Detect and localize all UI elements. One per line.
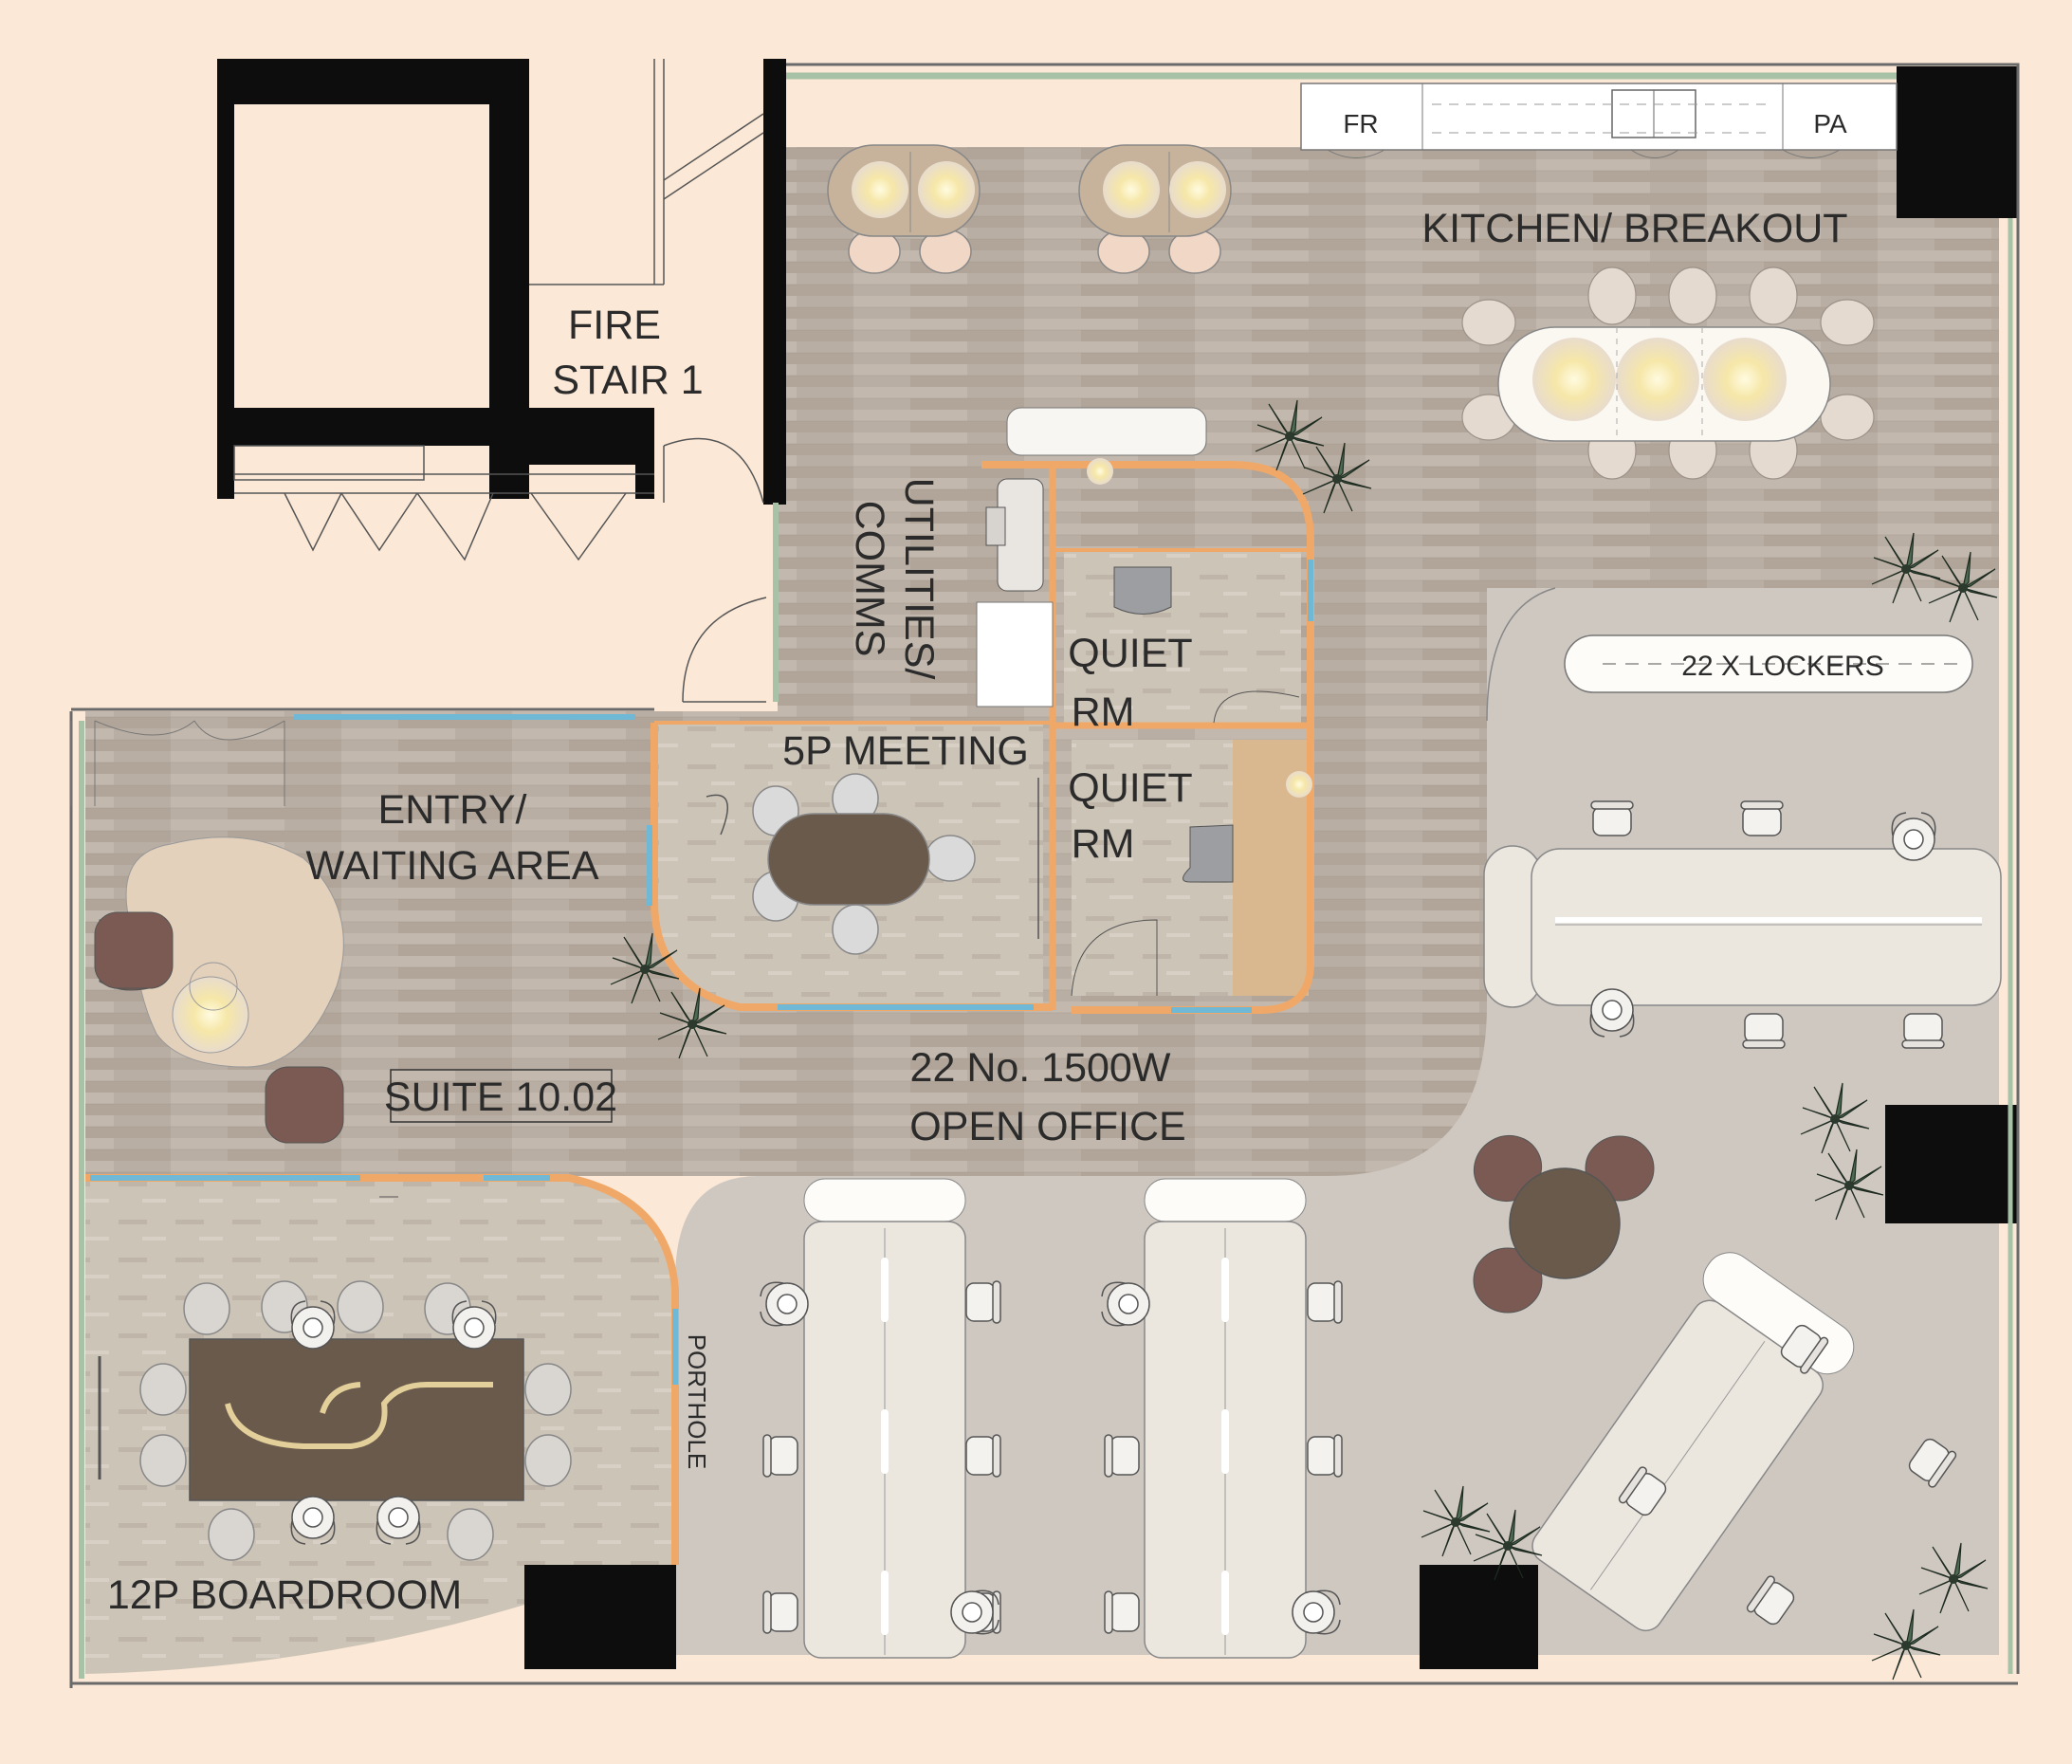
label-lockers: 22 X LOCKERS xyxy=(1681,651,1883,682)
entry-furniture xyxy=(70,720,344,1144)
boardroom-furniture xyxy=(98,1196,572,1561)
room-labels: FIRE STAIR 1 KITCHEN/ BREAKOUT FR PA UTI… xyxy=(107,109,1884,1618)
label-kitchen: KITCHEN/ BREAKOUT xyxy=(1421,206,1847,251)
label-pantry: PA xyxy=(1813,109,1847,138)
label-quiet-2b: RM xyxy=(1072,821,1135,867)
open-office-desks xyxy=(803,845,2002,1659)
label-fire-stair-2: STAIR 1 xyxy=(552,358,703,403)
label-office-1: 22 No. 1500W xyxy=(910,1045,1171,1091)
walls xyxy=(217,59,2018,1669)
breakout-round-table xyxy=(1473,1134,1655,1314)
label-boardroom: 12P BOARDROOM xyxy=(107,1572,462,1618)
partitions xyxy=(85,461,1314,1565)
lockers xyxy=(1486,587,1973,722)
label-entry-2: WAITING AREA xyxy=(306,843,599,889)
kitchen-furniture xyxy=(827,144,1875,480)
label-quiet-1b: RM xyxy=(1072,689,1135,735)
label-utilities-2: COMMS xyxy=(847,501,892,657)
label-porthole: PORTHOLE xyxy=(683,1334,711,1470)
quiet-room-furniture xyxy=(1071,458,1312,997)
label-entry-1: ENTRY/ xyxy=(378,787,527,833)
perimeter xyxy=(69,63,2020,1688)
label-quiet-2a: QUIET xyxy=(1068,765,1192,811)
label-quiet-1a: QUIET xyxy=(1068,631,1192,676)
label-fire-stair-1: FIRE xyxy=(568,303,661,348)
label-fridge: FR xyxy=(1343,109,1378,138)
label-suite: SUITE 10.02 xyxy=(384,1075,617,1120)
label-office-2: OPEN OFFICE xyxy=(909,1104,1185,1149)
meeting-furniture xyxy=(706,773,1039,955)
fire-stair xyxy=(233,59,767,703)
kitchen-counter xyxy=(1300,83,1898,158)
label-meeting: 5P MEETING xyxy=(782,728,1029,774)
label-utilities-1: UTILITIES/ xyxy=(896,478,942,680)
utilities-equipment xyxy=(976,478,1054,707)
